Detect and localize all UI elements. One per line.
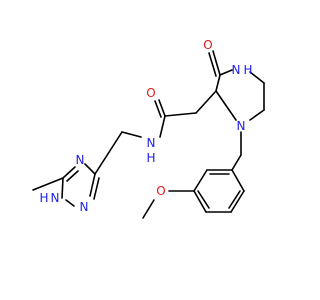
bond-c3-n2 — [89, 173, 96, 197]
bond-methyl — [32, 177, 64, 191]
bond-n2-n1 — [65, 199, 75, 207]
bond-ar-inner-1 — [228, 190, 241, 209]
bond-co-ch2 — [164, 112, 197, 117]
ketone-o-label: O — [203, 38, 212, 52]
bond-ar4-ar5 — [193, 190, 207, 213]
bond-n4-c5 — [249, 71, 265, 84]
piperazine-nh-label: N — [232, 63, 241, 77]
bond-ar5-ar6 — [193, 169, 208, 192]
bond-co-o — [158, 99, 166, 117]
bond-n1-c5 — [61, 177, 64, 199]
bond-n4-c3 — [84, 163, 96, 175]
atom-labels: N N N H N H O O N H N O — [39, 38, 252, 214]
bond-c3-o — [212, 50, 221, 76]
ether-o-label: O — [156, 184, 165, 198]
bond-nh-co — [159, 115, 166, 138]
piperazine-h-label: H — [243, 63, 252, 77]
bond-c3-n2-double — [93, 177, 100, 200]
bond-n1-c2 — [215, 90, 237, 121]
bond-ar-inner-2 — [197, 190, 210, 209]
bond-ch2-ar — [231, 154, 242, 171]
triazole-h-label: H — [39, 191, 48, 205]
piperazine-n-label: N — [237, 119, 246, 133]
bonds — [32, 50, 265, 219]
bond-c6-n1 — [249, 109, 265, 121]
triazole-nh-label: N — [51, 191, 60, 205]
amide-h-label: H — [146, 151, 155, 165]
triazole-n-b-label: N — [80, 200, 89, 214]
bond-c5-n4-double — [66, 170, 79, 182]
bond-ar1-ar2 — [231, 169, 245, 192]
bond-ar2-ar3 — [230, 190, 245, 213]
bond-c3-o-double — [208, 52, 217, 77]
triazole-n-a-label: N — [76, 153, 85, 167]
bond-ch2-nh — [121, 131, 142, 138]
bond-c3-n4 — [219, 69, 233, 76]
bond-c2-c3 — [215, 74, 221, 92]
bond-ch2-c2 — [195, 90, 217, 114]
bond-co-o-double — [154, 100, 162, 118]
molecule-structure: N N N H N H O O N H N O — [32, 38, 265, 219]
amide-nh-label: N — [147, 136, 156, 150]
amide-o-label: O — [146, 86, 155, 100]
bond-c3-ch2 — [94, 131, 123, 175]
bond-c5-n4 — [62, 166, 76, 179]
bond-o-ch3 — [142, 199, 155, 219]
molecule-canvas: N N N H N H O O N H N O — [32, 38, 265, 219]
